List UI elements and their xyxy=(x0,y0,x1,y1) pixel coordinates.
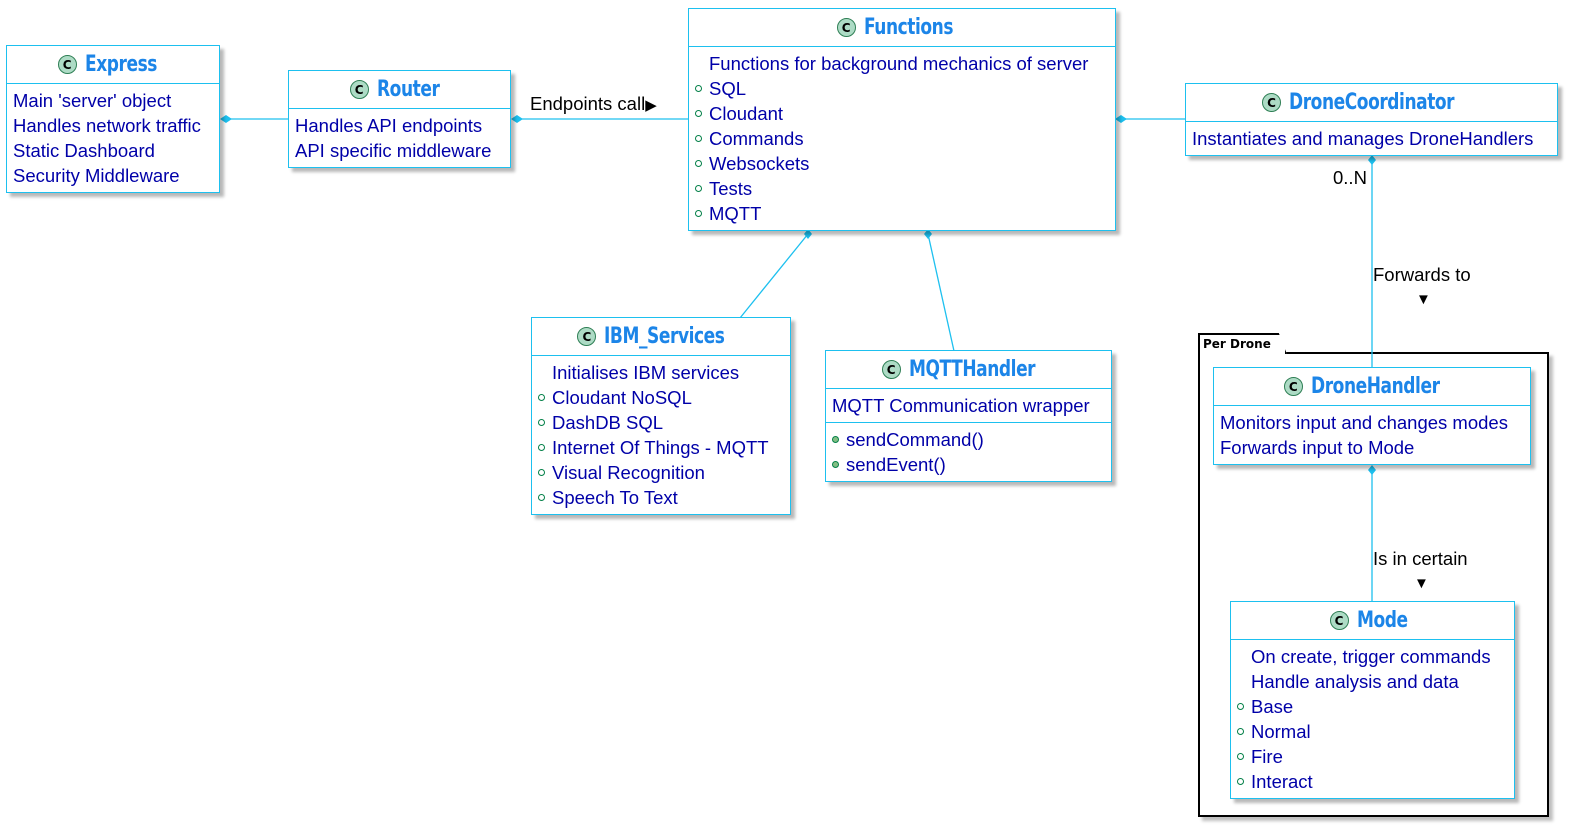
member: Initialises IBM services xyxy=(552,362,740,383)
member: MQTT xyxy=(695,201,1109,226)
edge-functions-ibm xyxy=(739,233,809,319)
class-stereotype-icon: C xyxy=(577,327,597,346)
member: API specific middleware xyxy=(295,140,492,161)
class-name: Functions xyxy=(863,15,954,40)
member: Handle analysis and data xyxy=(1251,671,1459,692)
class-express[interactable]: C Express Main 'server' object Handles n… xyxy=(6,45,220,193)
member: Normal xyxy=(1237,719,1508,744)
member: Tests xyxy=(695,176,1109,201)
member: Handles API endpoints xyxy=(295,115,483,136)
method: sendEvent() xyxy=(832,452,1105,477)
member: Visual Recognition xyxy=(538,460,784,485)
composition-diamond xyxy=(511,115,523,123)
multiplicity-label: 0..N xyxy=(1333,167,1367,188)
class-ibm-services[interactable]: C IBM_Services Initialises IBM services … xyxy=(531,317,791,515)
arrow-right-icon: ▶ xyxy=(645,97,657,114)
class-header: C Express xyxy=(7,46,219,84)
member: Handles network traffic xyxy=(13,115,201,136)
class-stereotype-icon: C xyxy=(349,80,369,99)
class-router[interactable]: C Router Handles API endpoints API speci… xyxy=(288,70,511,168)
member: SQL xyxy=(695,76,1109,101)
member: Monitors input and changes modes xyxy=(1220,412,1508,433)
member: Websockets xyxy=(695,151,1109,176)
class-members: Instantiates and manages DroneHandlers xyxy=(1186,122,1557,155)
member: DashDB SQL xyxy=(538,410,784,435)
class-header: C Router xyxy=(289,71,510,109)
class-members: On create, trigger commands Handle analy… xyxy=(1231,640,1514,798)
edge-label-endpoints-call: Endpoints call▶ xyxy=(530,93,657,114)
member: Interact xyxy=(1237,769,1508,794)
member: Security Middleware xyxy=(13,165,180,186)
class-name: Express xyxy=(84,52,157,77)
class-functions[interactable]: C Functions Functions for background mec… xyxy=(688,8,1116,231)
edge-functions-mqtt xyxy=(927,233,955,352)
class-stereotype-icon: C xyxy=(1261,93,1281,112)
composition-diamond xyxy=(1368,155,1376,165)
package-label: Per Drone xyxy=(1198,333,1287,354)
class-dronehandler[interactable]: C DroneHandler Monitors input and change… xyxy=(1213,367,1531,465)
class-members: Initialises IBM services Cloudant NoSQL … xyxy=(532,356,790,514)
member: On create, trigger commands xyxy=(1251,646,1491,667)
composition-diamond xyxy=(924,229,932,239)
class-members: Functions for background mechanics of se… xyxy=(689,47,1115,230)
composition-diamond xyxy=(1115,115,1127,123)
edge-label-is-in-certain: Is in certain xyxy=(1373,548,1468,569)
member: Instantiates and manages DroneHandlers xyxy=(1192,128,1534,149)
composition-diamond xyxy=(220,115,232,123)
member: MQTT Communication wrapper xyxy=(832,395,1090,416)
class-stereotype-icon: C xyxy=(1283,377,1303,396)
class-header: C DroneHandler xyxy=(1214,368,1530,406)
class-stereotype-icon: C xyxy=(836,18,856,37)
class-name: DroneHandler xyxy=(1310,374,1440,399)
composition-diamond xyxy=(1368,465,1376,475)
class-name: Mode xyxy=(1356,608,1408,633)
class-members: Handles API endpoints API specific middl… xyxy=(289,109,510,167)
arrow-down-icon: ▼ xyxy=(1416,291,1431,308)
class-header: C MQTTHandler xyxy=(826,351,1111,389)
member: Cloudant NoSQL xyxy=(538,385,784,410)
member: Cloudant xyxy=(695,101,1109,126)
arrow-down-icon: ▼ xyxy=(1414,575,1429,592)
composition-diamond xyxy=(804,229,812,239)
class-dronecoordinator[interactable]: C DroneCoordinator Instantiates and mana… xyxy=(1185,83,1558,156)
class-stereotype-icon: C xyxy=(57,55,77,74)
class-name: Router xyxy=(376,77,440,102)
method: sendCommand() xyxy=(832,427,1105,452)
class-name: MQTTHandler xyxy=(908,357,1036,382)
class-header: C IBM_Services xyxy=(532,318,790,356)
class-stereotype-icon: C xyxy=(1329,611,1349,630)
class-members: Main 'server' object Handles network tra… xyxy=(7,84,219,192)
member: Functions for background mechanics of se… xyxy=(709,53,1089,74)
class-name: IBM_Services xyxy=(604,324,725,349)
member: Main 'server' object xyxy=(13,90,172,111)
member: Fire xyxy=(1237,744,1508,769)
class-mode[interactable]: C Mode On create, trigger commands Handl… xyxy=(1230,601,1515,799)
member: Static Dashboard xyxy=(13,140,155,161)
class-header: C DroneCoordinator xyxy=(1186,84,1557,122)
edge-label-forwards-to: Forwards to xyxy=(1373,264,1471,285)
member: Commands xyxy=(695,126,1109,151)
member: Base xyxy=(1237,694,1508,719)
class-members: Monitors input and changes modes Forward… xyxy=(1214,406,1530,464)
member: Internet Of Things - MQTT xyxy=(538,435,784,460)
class-methods: sendCommand() sendEvent() xyxy=(826,422,1111,481)
class-fields: MQTT Communication wrapper xyxy=(826,389,1111,422)
class-header: C Functions xyxy=(689,9,1115,47)
class-header: C Mode xyxy=(1231,602,1514,640)
class-mqtthandler[interactable]: C MQTTHandler MQTT Communication wrapper… xyxy=(825,350,1112,482)
class-name: DroneCoordinator xyxy=(1288,90,1455,115)
member: Speech To Text xyxy=(538,485,784,510)
class-stereotype-icon: C xyxy=(881,360,901,379)
member: Forwards input to Mode xyxy=(1220,437,1415,458)
